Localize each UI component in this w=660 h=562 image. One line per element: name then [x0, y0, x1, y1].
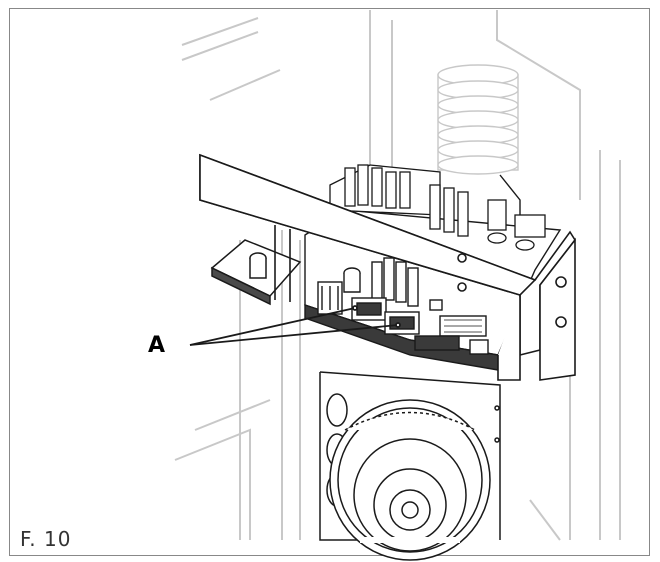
figure-frame — [9, 8, 650, 556]
callout-label-a: A — [148, 333, 166, 358]
front-frame — [199, 153, 576, 381]
figure-caption: F. 10 — [20, 527, 72, 551]
callout-leaders — [189, 305, 401, 346]
left-board — [210, 239, 302, 306]
top-heatsinks — [329, 164, 546, 251]
fan-assembly — [319, 371, 501, 561]
flue-hose — [437, 64, 521, 215]
